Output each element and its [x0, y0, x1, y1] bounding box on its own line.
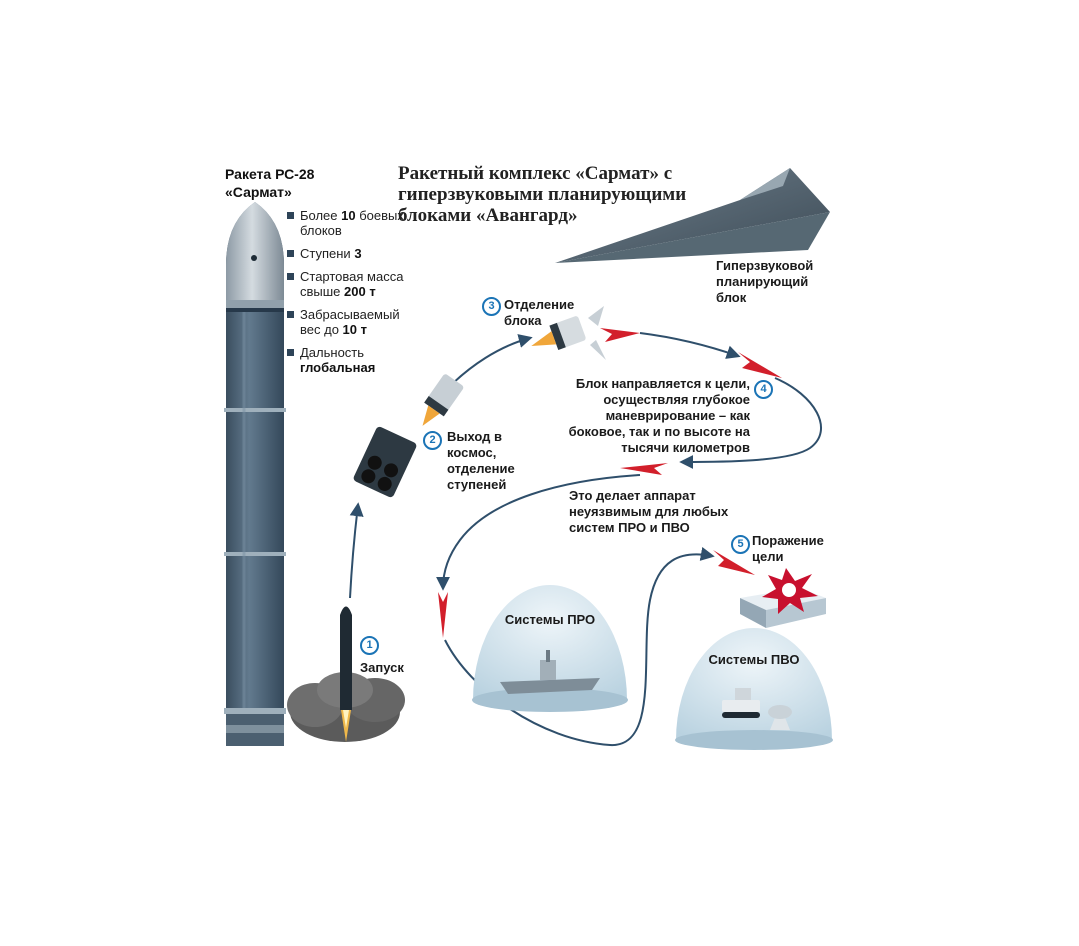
spec-item: Ступени 3 [287, 246, 417, 261]
hypersonic-glider-illustration [555, 168, 830, 263]
rocket-name-line1: Ракета РС-28 [225, 166, 315, 182]
invulnerability-note: Это делает аппарат неуязвимым для любых … [569, 488, 729, 535]
radar-dish [768, 705, 792, 730]
dome-pro [472, 585, 628, 712]
dome-pvo-label: Системы ПВО [708, 652, 800, 667]
glider-label: Гиперзвуковой планирующий блок [716, 258, 814, 305]
step-4-label: Блок направляется к цели, осуществляя гл… [568, 376, 750, 455]
step-3-label: Отделение блока [504, 297, 575, 328]
diagram-title: Ракетный комплекс «Сармат» с гиперзвуков… [398, 163, 687, 226]
spec-item: Дальность глобальная [287, 345, 417, 375]
warship-illustration [500, 678, 600, 694]
spec-item: Забрасываемый вес до 10 т [287, 307, 417, 337]
dome-pvo [675, 628, 833, 750]
step-2-label: Выход в космос, отделение ступеней [447, 429, 515, 492]
warhead-markers [438, 328, 782, 638]
spec-item: Более 10 боевых блоков [287, 208, 417, 238]
launching-rocket [340, 606, 352, 742]
step-5-number: 5 [731, 535, 750, 554]
spec-item: Стартовая масса свыше 200 т [287, 269, 417, 299]
step-1-label: Запуск [360, 660, 404, 675]
step-1-number: 1 [360, 636, 379, 655]
target-explosion [740, 568, 826, 628]
rocket-rs28-illustration [224, 202, 286, 746]
step-2-number: 2 [423, 431, 442, 450]
rocket-name: Ракета РС-28 «Сармат» [225, 165, 314, 201]
step-5-label: Поражение цели [752, 533, 824, 564]
air-defense-vehicle [722, 688, 760, 718]
step-3-number: 3 [482, 297, 501, 316]
dome-pro-label: Системы ПРО [504, 612, 596, 627]
nose-sensor-dot [251, 255, 257, 261]
rocket-name-line2: «Сармат» [225, 184, 292, 200]
launch-smoke [287, 672, 405, 742]
step-4-number: 4 [754, 380, 773, 399]
rocket-specs-list: Более 10 боевых блоков Ступени 3 Стартов… [287, 208, 417, 383]
stage-separation-illustration [353, 306, 606, 498]
